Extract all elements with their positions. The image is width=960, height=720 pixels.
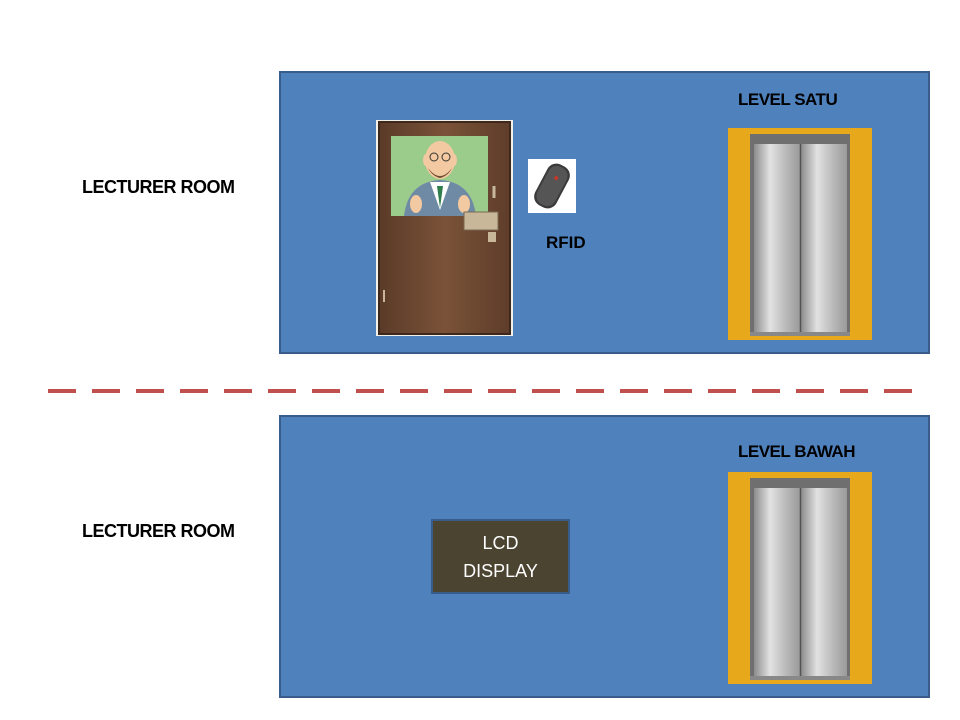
- lcd-line-1: LCD: [482, 532, 519, 553]
- floor-divider: [48, 387, 918, 395]
- lecturer-door: [376, 120, 513, 336]
- top-lecturer-room-label: LECTURER ROOM: [82, 177, 235, 197]
- lecturer-figure: [404, 141, 476, 216]
- level-bawah-label: LEVEL BAWAH: [738, 442, 855, 461]
- level-satu-label: LEVEL SATU: [738, 90, 838, 109]
- lcd-line-2: DISPLAY: [463, 560, 538, 581]
- elevator-level-bawah: [728, 472, 872, 684]
- rfid-label: RFID: [546, 233, 586, 252]
- bottom-lecturer-room-label: LECTURER ROOM: [82, 521, 235, 541]
- rfid-reader: [528, 159, 576, 213]
- elevator-level-satu: [728, 128, 872, 340]
- lcd-display: LCD DISPLAY: [431, 519, 570, 594]
